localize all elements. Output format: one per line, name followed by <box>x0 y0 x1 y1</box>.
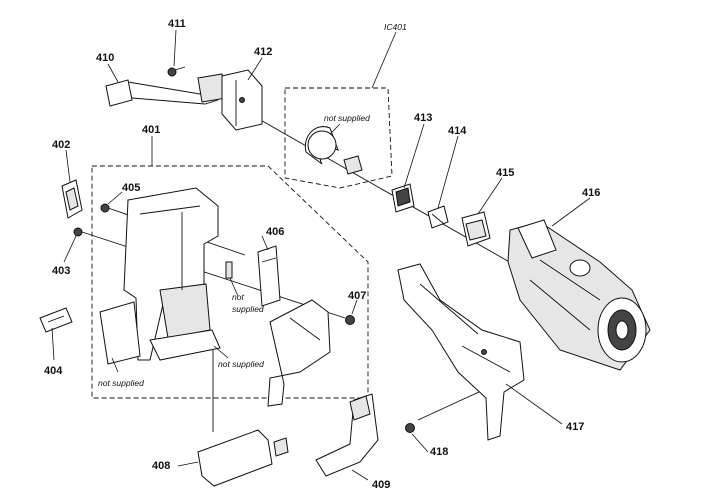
leader-417 <box>505 383 563 425</box>
note-not-supplied-chassis: not supplied <box>218 359 264 369</box>
leader-413 <box>403 123 425 189</box>
leader-406 <box>261 235 269 251</box>
leader-418 <box>411 433 429 453</box>
leader-not-supplied-mid <box>213 345 229 359</box>
ic401-outline <box>284 87 393 189</box>
leader-415 <box>477 177 503 215</box>
part-415-holder <box>461 211 491 247</box>
part-inner-plate <box>267 299 331 407</box>
part-404-plate <box>39 307 73 333</box>
part-401-chassis <box>99 187 221 365</box>
part-414-filter <box>427 205 449 229</box>
leader-416 <box>551 197 591 227</box>
note-not-supplied-left: not supplied <box>98 378 144 388</box>
label-411: 411 <box>168 18 186 30</box>
leader-414 <box>437 135 459 209</box>
label-403: 403 <box>52 265 70 277</box>
leader-403 <box>63 235 77 263</box>
part-417-base-frame <box>397 263 525 441</box>
part-413-sensor <box>391 183 415 213</box>
label-415: 415 <box>496 167 514 179</box>
part-407-screw <box>345 315 355 325</box>
leader-410 <box>107 63 119 83</box>
label-416: 416 <box>582 187 600 199</box>
part-405-screw <box>100 203 110 213</box>
label-417: 417 <box>566 421 584 433</box>
part-416-lens-block <box>507 219 651 371</box>
part-408-bracket <box>197 429 289 487</box>
leader-402 <box>65 149 71 183</box>
label-401: 401 <box>142 124 160 136</box>
note-not-supplied-spring-line2: supplied <box>232 304 264 314</box>
label-407: 407 <box>348 290 366 302</box>
part-402-bracket <box>61 179 83 219</box>
leader-409 <box>351 469 369 481</box>
label-405: 405 <box>122 182 140 194</box>
leader-405 <box>107 191 123 205</box>
label-413: 413 <box>414 112 432 124</box>
leader-411 <box>173 29 177 67</box>
spring <box>225 261 233 279</box>
label-412: 412 <box>254 46 272 58</box>
leader-407 <box>351 299 358 315</box>
label-418: 418 <box>430 446 448 458</box>
label-ic401: IC401 <box>384 22 407 32</box>
label-406: 406 <box>266 226 284 238</box>
label-408: 408 <box>152 460 170 472</box>
leader-404 <box>51 327 55 361</box>
part-ic401-assembly <box>304 126 363 175</box>
note-not-supplied-ic401: not supplied <box>324 113 370 123</box>
label-404: 404 <box>44 365 63 377</box>
part-406-bracket <box>257 245 281 307</box>
leader-not-supplied-spring <box>229 277 239 297</box>
part-412-bracket <box>221 69 263 131</box>
part-410-flex-cable <box>105 73 227 107</box>
label-409: 409 <box>372 479 390 491</box>
leader-ic401 <box>371 31 397 89</box>
note-not-supplied-spring-line1: not <box>232 292 244 302</box>
leader-not-supplied-ic <box>329 123 341 135</box>
label-414: 414 <box>448 125 467 137</box>
label-410: 410 <box>96 52 114 64</box>
part-409-bracket <box>315 393 379 477</box>
part-411-screw <box>167 66 186 77</box>
leader-412 <box>247 57 263 81</box>
leader-not-supplied-401 <box>111 357 119 373</box>
label-402: 402 <box>52 139 70 151</box>
part-403-screw <box>73 227 83 237</box>
leader-408 <box>177 461 199 467</box>
part-418-screw <box>405 423 415 433</box>
